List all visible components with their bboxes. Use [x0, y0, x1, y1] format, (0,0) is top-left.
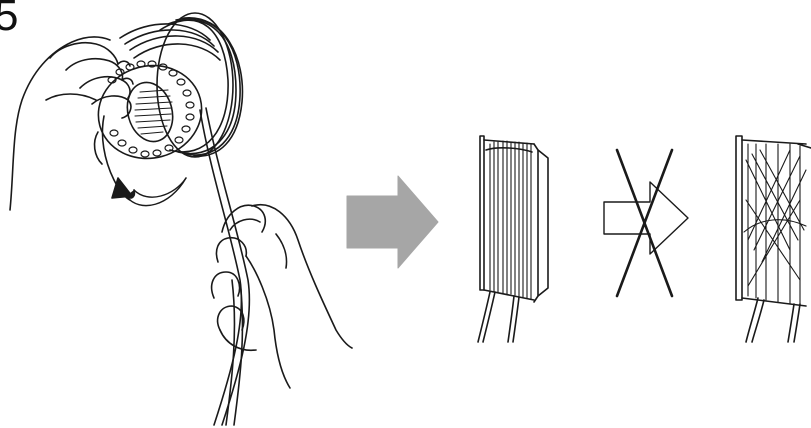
x-cross-icon	[617, 150, 672, 296]
hands-winding-spool-panel	[10, 13, 352, 425]
neatly-wound-spool-icon	[478, 136, 548, 342]
spool-icon	[88, 13, 243, 170]
gray-right-arrow-icon	[347, 176, 438, 268]
tangled-spool-icon	[736, 136, 811, 342]
curved-rotation-arrow-icon	[112, 178, 186, 206]
left-hand-icon	[10, 37, 133, 210]
